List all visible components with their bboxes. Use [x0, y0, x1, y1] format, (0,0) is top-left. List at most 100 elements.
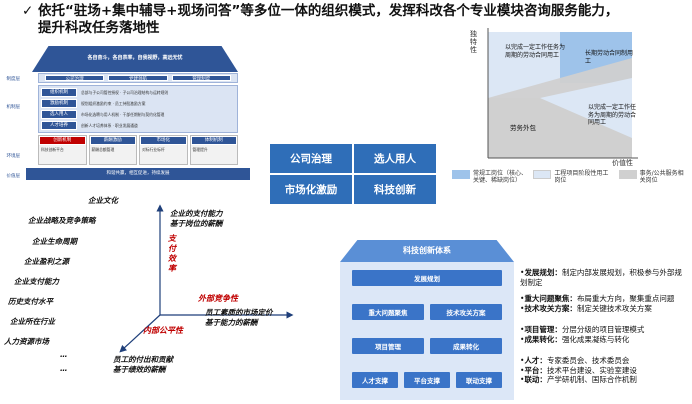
bullet-key: 项目管理： — [524, 325, 562, 334]
region-label-mid-right: 以完成一定工作任务为周期的劳动合同用工 — [588, 104, 637, 126]
factor-item: 企业生命周期 — [32, 237, 77, 246]
temple-pillar-text: 科技创新平台 — [41, 147, 64, 152]
legend-text: 工程项目阶段性用工岗位 — [554, 170, 609, 184]
bullet-item: •人才：专家委员会、技术委员会 — [520, 356, 630, 365]
temple-pillar: 市场化对标行业标杆 — [139, 135, 188, 165]
temple-top-cell: 党建领航 — [108, 75, 168, 82]
side-label: 机制层 — [6, 105, 21, 110]
btn-major-issues: 重大问题聚焦 — [352, 304, 424, 320]
bullet-text: 专家委员会、技术委员会 — [546, 356, 630, 365]
legend-text: 常规工岗位（核心、关键、稀缺岗位） — [473, 170, 528, 184]
factor-item: 企业支付能力 — [14, 277, 59, 286]
bullet-item: •项目管理：分层分级的项目管理模式 — [520, 325, 645, 334]
factor-item: 企业所在行业 — [10, 317, 55, 326]
diag-red-label: 内部公平性 — [143, 326, 183, 335]
temple-roof — [32, 46, 238, 72]
temple-pillars: 创新机制科技创新平台 薪酬激励薪酬总额管理 市场化对标行业标杆 体制机制管理提升 — [38, 135, 238, 165]
factor-item: 企业文化 — [88, 196, 118, 205]
bullet-text: 制定关键技术攻关方案 — [576, 303, 652, 313]
temple-row-text: 规划组织激励约束 · 员工持股激励方案 — [81, 101, 146, 106]
headline: ✓依托“驻场+集中辅导+现场问答”等多位一体的组织模式，发挥科改各个专业模块咨询… — [22, 3, 672, 37]
temple-row-cell: 人才培养 — [41, 121, 77, 130]
bullet-item: •成果转化：强化成果凝练与转化 — [520, 334, 630, 344]
btn-tech-tackling: 技术攻关方案 — [430, 304, 502, 320]
temple-base: 和谐共赢，相互促进，持续发展 — [26, 168, 250, 180]
bullet-item: •重大问题聚焦：布局重大方向，聚集重点问题 — [520, 294, 675, 303]
bullet-key: 人才： — [524, 356, 547, 365]
axis-right-label-2: 基于能力的薪酬 — [205, 318, 258, 327]
temple-pillar: 创新机制科技创新平台 — [38, 135, 87, 165]
bullet-text: 强化成果凝练与转化 — [561, 334, 630, 344]
box-tech-innovation: 科技创新 — [353, 174, 437, 205]
bullet-key: 发展规划： — [524, 268, 562, 277]
btn-development-plan: 发展规划 — [352, 270, 502, 286]
temple-row-text: 创新人才培养体系 · 职业发展通道 — [81, 123, 138, 128]
temple-rows: 组织机制总部与子公司管控授权 · 子公司治理结构与运转规则 激励机制规划组织激励… — [38, 85, 238, 133]
region-label-top-right: 长期劳动合同制用工 — [585, 50, 634, 65]
temple-row: 人才培养创新人才培养体系 · 职业发展通道 — [41, 120, 235, 131]
temple-row-cell: 激励机制 — [41, 99, 77, 108]
btn-talent-support: 人才支撑 — [352, 372, 398, 388]
legend-swatch — [533, 170, 552, 179]
vertical-red-label: 支 付 效 率 — [168, 234, 178, 274]
axes-svg — [119, 204, 294, 353]
axis-bottom-label-2: 基于绩效的薪酬 — [113, 365, 166, 374]
side-label: 环境层 — [6, 154, 21, 159]
factor-item: 企业战略及竞争策略 — [28, 216, 96, 225]
legend-swatch — [618, 170, 637, 179]
temple-row-text: 市场化选聘与用人机制 · 干部任期制与契约化管理 — [81, 112, 165, 117]
side-label: 价值层 — [6, 174, 21, 179]
vertical-red-char: 付 — [168, 244, 176, 253]
btn-platform-support: 平台支撑 — [404, 372, 450, 388]
headline-line-2: 提升科改任务落地性 — [38, 20, 160, 36]
bullet-key: 重大问题聚焦： — [524, 294, 577, 303]
factor-item: 企业盈利之源 — [24, 257, 69, 266]
system-title: 科技创新体系 — [340, 240, 514, 262]
chart-xlabel: 价值性 — [612, 159, 633, 167]
temple-pillar-text: 管理提升 — [192, 147, 208, 152]
region-label-top-left: 以完成一定工作任务为周期的劳动合同用工 — [505, 44, 566, 59]
center-grid: 公司治理 选人用人 市场化激励 科技创新 — [269, 143, 437, 205]
bullet-text: 产学研机制、国际合作机制 — [546, 375, 637, 384]
chart-legend: 常规工岗位（核心、关键、稀缺岗位） 工程项目阶段性用工岗位 事务/公共服务相关岗… — [452, 170, 688, 184]
bullet-item: •联动：产学研机制、国际合作机制 — [520, 375, 637, 384]
right-red-label: 外部竞争性 — [198, 294, 238, 303]
temple-diagram: 各自奋斗，各自表率，自我视野，高远无忧 制度层 机制层 环境层 价值层 公司治理… — [4, 46, 260, 186]
region-affairs — [488, 58, 632, 158]
check-icon: ✓ — [22, 3, 34, 19]
bullet-item: •平台：技术平台建设、实验室建设 — [520, 365, 637, 375]
axis-diagonal — [119, 314, 161, 353]
temple-row: 激励机制规划组织激励约束 · 员工持股激励方案 — [41, 98, 235, 109]
box-market-incentive: 市场化激励 — [269, 174, 353, 205]
temple-row-text: 总部与子公司管控授权 · 子公司治理结构与运转规则 — [81, 90, 169, 95]
legend-swatch — [452, 170, 470, 179]
bullet-key: 联动： — [524, 375, 547, 384]
axis-right-label-1: 员工素质的市场定价 — [205, 308, 273, 317]
axis-top-label-1: 企业的支付能力 — [170, 209, 223, 218]
legend-item: 工程项目阶段性用工岗位 — [533, 170, 612, 184]
temple-row-cell: 选人用人 — [41, 110, 77, 119]
chart-ylabel: 独特性 — [470, 30, 477, 54]
factor-item: 历史支付水平 — [8, 297, 53, 306]
vertical-red-char: 率 — [168, 264, 176, 273]
temple-pillar-head: 市场化 — [140, 136, 187, 145]
vertical-red-char: 效 — [168, 254, 176, 263]
box-corporate-governance: 公司治理 — [269, 143, 353, 174]
region-mid — [540, 78, 632, 138]
temple-pillar-head: 体制机制 — [190, 136, 237, 145]
bullet-key: 平台： — [524, 365, 547, 375]
btn-project-management: 项目管理 — [352, 338, 424, 354]
bullet-key: 成果转化： — [524, 334, 562, 344]
axis-bottom-label-1: 员工的付出和贡献 — [113, 355, 173, 364]
bullet-text: 制定内部发展规划，积极参与外部规划制定 — [520, 268, 682, 287]
temple-roof-text: 各自奋斗，各自表率，自我视野，高远无忧 — [87, 55, 183, 61]
ellipsis: … — [60, 350, 68, 359]
btn-linkage-support: 联动支撑 — [456, 372, 502, 388]
temple-pillar-text: 对标行业标杆 — [142, 147, 165, 152]
temple-top-row: 公司治理 党建领航 管理制度 — [38, 73, 238, 83]
legend-item: 事务/公共服务相关岗位 — [618, 170, 688, 184]
temple-pillar-text: 薪酬总额管理 — [91, 147, 115, 152]
system-panel: 发展规划 重大问题聚焦 技术攻关方案 项目管理 成果转化 人才支撑 平台支撑 联… — [340, 262, 514, 400]
bullet-text: 布局重大方向，聚集重点问题 — [576, 294, 675, 303]
bullet-item: •发展规划：制定内部发展规划，积极参与外部规划制定 — [520, 268, 682, 287]
